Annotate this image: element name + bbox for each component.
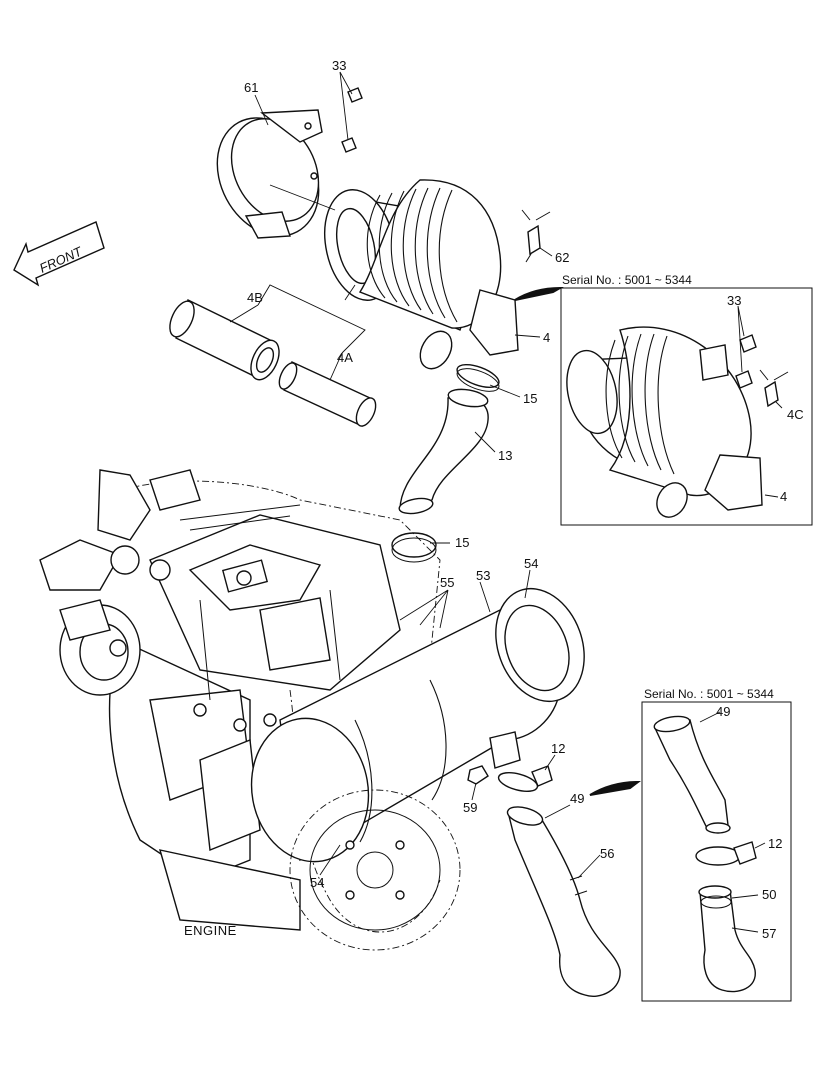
hose-56	[506, 806, 621, 997]
callout-12-inset: 12	[768, 836, 782, 851]
inset-pointer-bottom	[589, 780, 642, 796]
callout-4: 4	[543, 330, 550, 345]
callout-33: 33	[332, 58, 346, 73]
callout-15-upper: 15	[523, 391, 537, 406]
bolt-33-top	[341, 87, 363, 153]
inset-bottom: Serial No. : 5001 ~ 5344	[641, 687, 792, 1002]
callout-33-inset: 33	[727, 293, 741, 308]
filter-element-4A	[278, 361, 377, 427]
clamp-12	[497, 765, 553, 793]
callout-15-lower: 15	[455, 535, 469, 550]
callout-62: 62	[555, 250, 569, 265]
callout-49-inset: 49	[716, 704, 730, 719]
clamp-15-lower	[391, 532, 437, 563]
clamp-15-upper	[456, 363, 500, 392]
inset-bottom-serial: Serial No. : 5001 ~ 5344	[644, 687, 774, 701]
inset-top-serial: Serial No. : 5001 ~ 5344	[562, 273, 692, 287]
callout-55: 55	[440, 575, 454, 590]
callout-12: 12	[551, 741, 565, 756]
intake-hose-13	[398, 388, 489, 515]
callout-13: 13	[498, 448, 512, 463]
callout-56: 56	[600, 846, 614, 861]
muffler-53	[250, 587, 585, 863]
callout-49: 49	[570, 791, 584, 806]
leader-lines	[229, 71, 601, 879]
callout-59: 59	[463, 800, 477, 815]
inset-pointer-top	[514, 286, 564, 301]
callout-57: 57	[762, 926, 776, 941]
callout-4-inset: 4	[780, 489, 787, 504]
flywheel	[289, 789, 461, 951]
inset-top: Serial No. : 5001 ~ 5344	[560, 273, 813, 526]
callout-4B: 4B	[247, 290, 263, 305]
nut-59	[467, 765, 489, 785]
front-arrow: FRONT	[13, 221, 105, 287]
filter-element-4B	[169, 299, 280, 381]
callout-53: 53	[476, 568, 490, 583]
callout-54-bottom: 54	[310, 875, 324, 890]
engine-label: ENGINE	[184, 923, 237, 938]
callout-4A: 4A	[337, 350, 353, 365]
air-cleaner-4	[324, 179, 551, 370]
engine-block	[39, 469, 441, 933]
mounting-band-61	[216, 109, 323, 239]
callout-4C: 4C	[787, 407, 804, 422]
callouts: 33 61 62 4B 4A 4 15 13 15 55 53 54 12 59…	[184, 58, 804, 941]
callout-61: 61	[244, 80, 258, 95]
callout-54-top: 54	[524, 556, 538, 571]
callout-50: 50	[762, 887, 776, 902]
